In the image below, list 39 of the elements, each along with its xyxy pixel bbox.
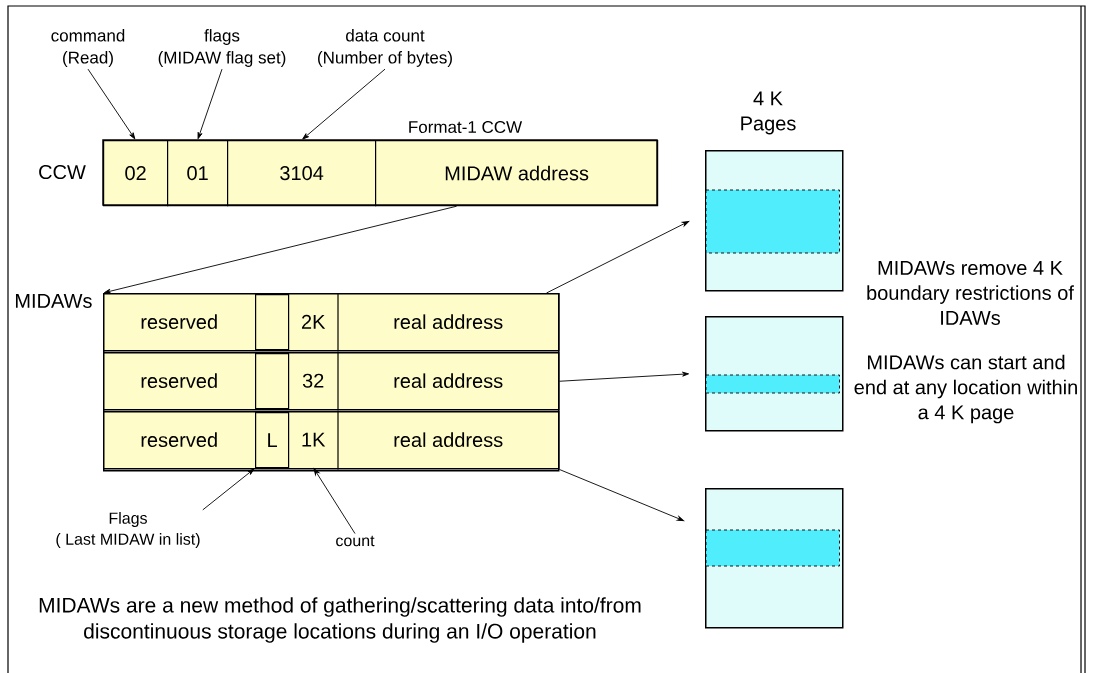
callout-text: command (Read): [51, 29, 125, 67]
empty-cell: [255, 353, 290, 410]
table-cell: L: [255, 412, 290, 469]
table-cell: 32: [302, 373, 324, 388]
table-cell: MIDAW address: [375, 140, 659, 207]
arrow: [559, 371, 690, 382]
callout-text: data count (Number of bytes): [318, 29, 452, 67]
table-cell: 01: [167, 140, 229, 207]
midaw-row: [103, 292, 560, 353]
table-cell: reserved: [141, 314, 217, 330]
midaw-row: [103, 410, 560, 471]
table-cell: reserved: [141, 432, 217, 448]
note-text: MIDAWs are a new method of gathering/scattering data into/from discontinuous storage locations during an I/O operation: [39, 597, 641, 643]
midaw-row: [103, 351, 560, 412]
arrow: [202, 468, 255, 511]
callout-text: flags (MIDAW flag set): [158, 29, 286, 67]
table-cell: reserved: [141, 373, 217, 389]
arrow: [313, 468, 356, 534]
page-box: [705, 316, 844, 432]
arrow: [559, 469, 685, 522]
caption-text: Format-1 CCW: [409, 121, 523, 134]
arrow: [302, 68, 386, 140]
page-box: [705, 488, 844, 629]
table-cell: 2K: [302, 314, 326, 329]
heading: MIDAWs: [16, 294, 92, 308]
note-text: MIDAWs remove 4 K boundary restrictions of IDAWs: [867, 261, 1074, 325]
page-box: [705, 150, 844, 292]
table-cell: real address: [394, 314, 503, 330]
arrow: [103, 205, 458, 294]
table-cell: 1K: [302, 432, 326, 447]
callout-text: Flags ( Last MIDAW in list): [56, 512, 200, 548]
table-cell: real address: [394, 432, 503, 448]
table-cell: real address: [394, 373, 503, 389]
table-cell: 02: [103, 140, 169, 207]
arrow: [87, 68, 136, 140]
arrow: [546, 220, 690, 294]
callout-text: count: [336, 535, 375, 547]
arrow: [197, 68, 223, 140]
empty-cell: [255, 294, 290, 351]
